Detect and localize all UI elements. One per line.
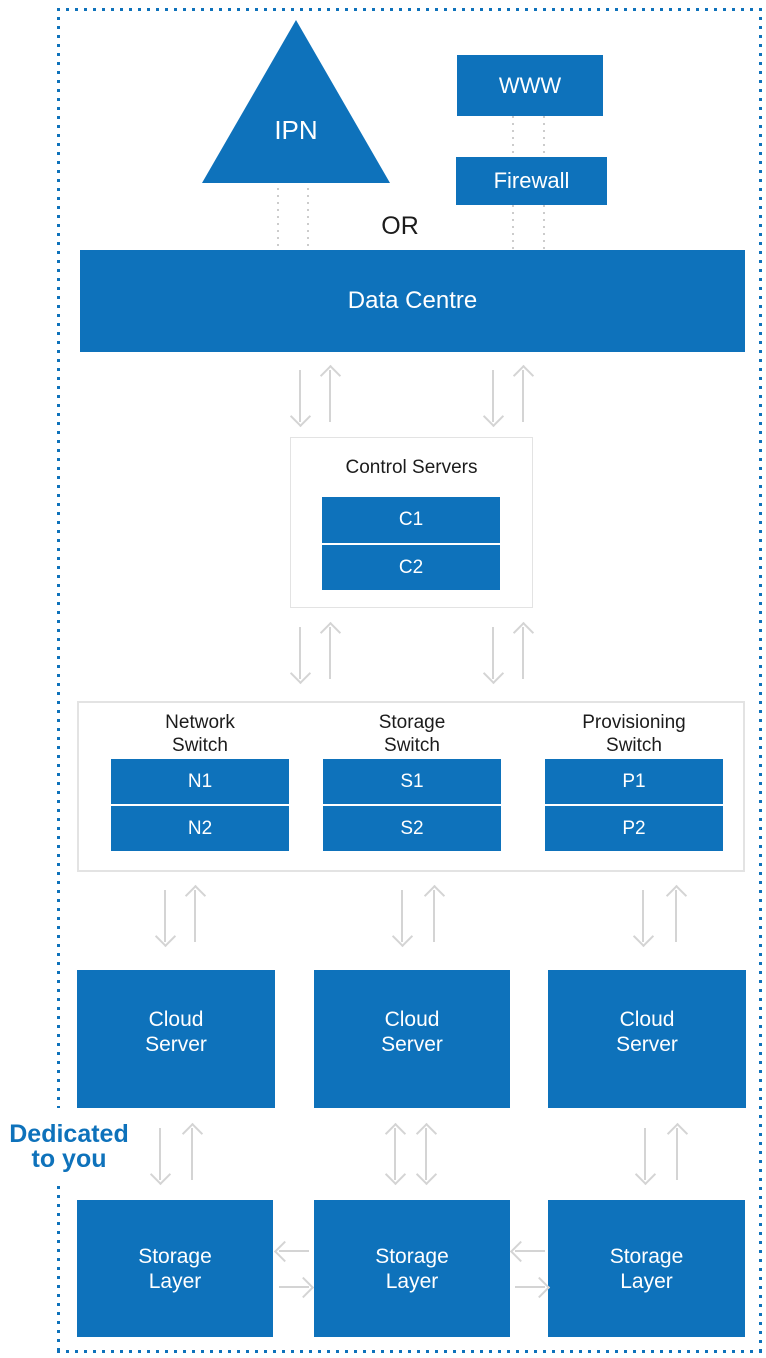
firewall-datacentre-connector xyxy=(512,205,514,250)
s1-label: S1 xyxy=(400,770,424,792)
data-centre-label: Data Centre xyxy=(347,287,478,314)
s2-label: S2 xyxy=(400,817,424,839)
up-arrow xyxy=(191,1128,193,1180)
left-arrow xyxy=(515,1250,545,1252)
down-arrow xyxy=(299,370,301,422)
cloud-server-1-line1: Cloud xyxy=(148,1008,204,1031)
dotted-border-left-upper xyxy=(57,8,60,1108)
cloud-server-2-line1: Cloud xyxy=(384,1008,440,1031)
up-arrow xyxy=(522,370,524,422)
dedicated-line1: Dedicated xyxy=(9,1120,129,1148)
down-arrow xyxy=(492,627,494,679)
storage-layer-box-2: Storage Layer xyxy=(314,1200,510,1337)
cloud-server-box-3: Cloud Server xyxy=(548,970,746,1108)
cloud-server-1-line2: Server xyxy=(145,1033,207,1056)
up-arrow xyxy=(329,370,331,422)
down-arrow xyxy=(492,370,494,422)
or-label: OR xyxy=(381,212,419,240)
dotted-border-bottom xyxy=(57,1350,766,1353)
control-servers-panel: Control Servers C1 C2 xyxy=(290,437,533,608)
n1-label: N1 xyxy=(187,770,213,792)
network-switch-title: Network Switch xyxy=(111,711,289,757)
provisioning-switch-title: Provisioning Switch xyxy=(545,711,723,757)
ipn-label: IPN xyxy=(274,115,318,145)
firewall-box: Firewall xyxy=(456,157,607,205)
cloud-server-3-line1: Cloud xyxy=(619,1008,675,1031)
cloud-server-2-line2: Server xyxy=(381,1033,443,1056)
storage-layer-2-line2: Layer xyxy=(385,1269,439,1293)
storage-switch-title-line1: Storage xyxy=(378,712,446,733)
ipn-datacentre-connector xyxy=(277,188,279,250)
provisioning-switch-title-line2: Switch xyxy=(606,735,662,756)
right-arrow xyxy=(279,1286,309,1288)
n2-label: N2 xyxy=(187,817,213,839)
up-arrow xyxy=(676,1128,678,1180)
storage-switch-title-line2: Switch xyxy=(384,735,440,756)
www-box: WWW xyxy=(457,55,603,116)
control-server-c1: C1 xyxy=(322,497,500,543)
cloud-server-3-line2: Server xyxy=(616,1033,678,1056)
double-arrow xyxy=(394,1128,396,1180)
switch-p1: P1 xyxy=(545,759,723,804)
down-arrow xyxy=(159,1128,161,1180)
c2-label: C2 xyxy=(398,556,424,578)
control-servers-title: Control Servers xyxy=(345,457,478,478)
down-arrow xyxy=(644,1128,646,1180)
storage-layer-3-line2: Layer xyxy=(620,1269,673,1293)
p1-label: P1 xyxy=(622,770,646,792)
ipn-datacentre-connector xyxy=(307,188,309,250)
storage-layer-box-3: Storage Layer xyxy=(548,1200,745,1337)
cloud-server-box-1: Cloud Server xyxy=(77,970,275,1108)
dotted-border-top xyxy=(57,8,766,11)
dedicated-to-you-label: Dedicated to you xyxy=(2,1108,136,1186)
network-switch-title-line2: Switch xyxy=(172,735,228,756)
storage-switch-title: Storage Switch xyxy=(323,711,501,757)
dotted-border-right xyxy=(759,8,762,1353)
www-firewall-connector xyxy=(543,116,545,157)
switch-n2: N2 xyxy=(111,806,289,851)
switch-s2: S2 xyxy=(323,806,501,851)
switch-n1: N1 xyxy=(111,759,289,804)
down-arrow xyxy=(401,890,403,942)
c1-label: C1 xyxy=(398,509,424,530)
network-switch-title-line1: Network xyxy=(165,712,235,733)
up-arrow xyxy=(675,890,677,942)
right-arrow xyxy=(515,1286,545,1288)
down-arrow xyxy=(642,890,644,942)
storage-layer-3-line1: Storage xyxy=(609,1244,684,1268)
switch-p2: P2 xyxy=(545,806,723,851)
switches-panel: Network Switch N1 N2 Storage Switch S1 S… xyxy=(77,701,745,872)
cloud-server-box-2: Cloud Server xyxy=(314,970,510,1108)
double-arrow xyxy=(425,1128,427,1180)
left-arrow xyxy=(279,1250,309,1252)
dedicated-line2: to you xyxy=(31,1145,107,1173)
firewall-label: Firewall xyxy=(493,168,570,193)
up-arrow xyxy=(433,890,435,942)
down-arrow xyxy=(299,627,301,679)
provisioning-switch-title-line1: Provisioning xyxy=(582,712,686,733)
www-firewall-connector xyxy=(512,116,514,157)
dotted-border-left-lower xyxy=(57,1186,60,1350)
switch-s1: S1 xyxy=(323,759,501,804)
firewall-datacentre-connector xyxy=(543,205,545,250)
down-arrow xyxy=(164,890,166,942)
up-arrow xyxy=(194,890,196,942)
storage-layer-2-line1: Storage xyxy=(375,1244,449,1268)
storage-layer-1-line1: Storage xyxy=(138,1244,212,1268)
up-arrow xyxy=(522,627,524,679)
storage-layer-box-1: Storage Layer xyxy=(77,1200,273,1337)
data-centre-bar: Data Centre xyxy=(80,250,745,352)
up-arrow xyxy=(329,627,331,679)
control-server-c2: C2 xyxy=(322,545,500,590)
www-label: WWW xyxy=(498,72,562,98)
p2-label: P2 xyxy=(622,817,646,839)
ipn-triangle: IPN xyxy=(202,20,390,183)
storage-layer-1-line2: Layer xyxy=(148,1269,202,1293)
